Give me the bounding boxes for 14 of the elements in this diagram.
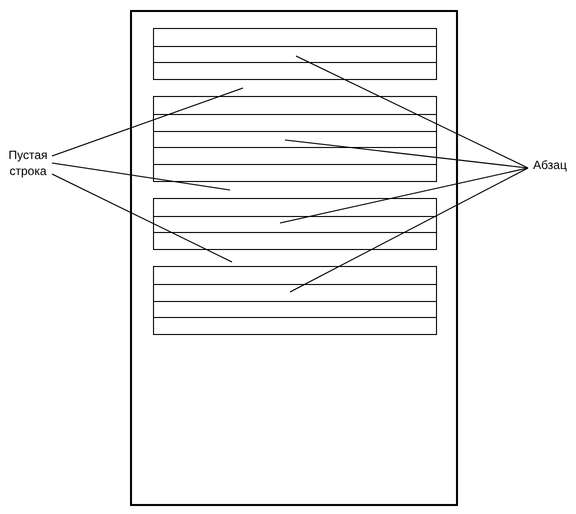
paragraph-block (153, 28, 437, 80)
paragraph-block (153, 96, 437, 182)
callout-label: Абзац (528, 157, 572, 173)
leader-line (284, 140, 528, 168)
paragraph-block (153, 266, 437, 335)
leader-line (52, 174, 232, 262)
leader-line (296, 56, 528, 168)
page-outline (130, 10, 458, 506)
leader-line (280, 168, 528, 224)
leader-line (52, 162, 230, 190)
leader-line (290, 168, 528, 292)
leader-line (52, 88, 244, 156)
paragraph-block (153, 198, 437, 250)
callout-label: Пустая строка (2, 147, 54, 181)
